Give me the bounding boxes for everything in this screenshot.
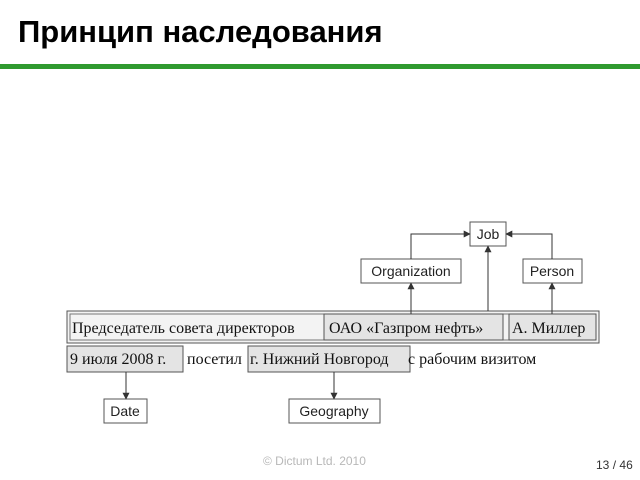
sentence2-place: г. Нижний Новгород (250, 351, 389, 368)
title-rule (0, 64, 640, 69)
sentence1-org: ОАО «Газпром нефть» (329, 320, 483, 337)
sentence1-person: А. Миллер (512, 320, 585, 337)
job-class-label: Job (477, 226, 500, 242)
arrow-organization-to-job (410, 230, 471, 259)
sentence2-date: 9 июля 2008 г. (70, 351, 166, 368)
page-separator: / (612, 458, 617, 472)
sentence2-verb: посетил (187, 351, 242, 368)
geography-class-box[interactable] (288, 398, 381, 424)
date-entity-box[interactable] (66, 345, 184, 373)
organization-class-label: Organization (371, 263, 450, 279)
geography-class-label: Geography (299, 403, 368, 419)
date-class-box[interactable] (103, 398, 148, 424)
org-entity-box[interactable] (323, 313, 504, 341)
page-current: 13 (596, 458, 610, 472)
sentence1-prefix: Председатель совета директоров (72, 320, 295, 337)
date-class-label: Date (110, 403, 140, 419)
person-entity-box[interactable] (508, 313, 597, 341)
arrow-person-to-job (505, 230, 553, 259)
slide-title: Принцип наследования (18, 14, 383, 49)
page-number: 13 / 46 (596, 458, 633, 472)
sentence2-suffix: с рабочим визитом (408, 351, 536, 368)
page-total: 46 (619, 458, 633, 472)
place-entity-box[interactable] (247, 345, 411, 373)
footer-copyright: © Dictum Ltd. 2010 (263, 454, 366, 468)
person-class-label: Person (530, 263, 574, 279)
